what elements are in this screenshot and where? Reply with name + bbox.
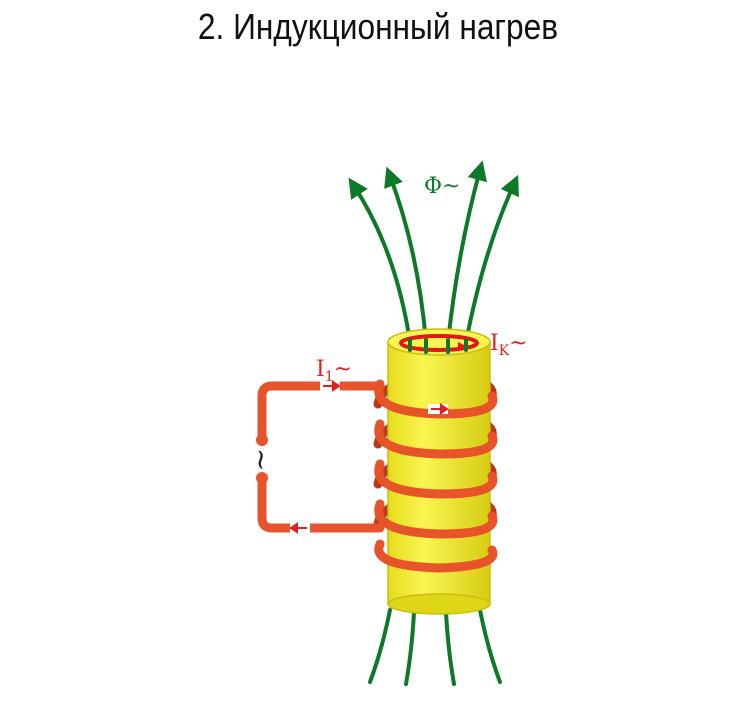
flux-label: Φ~ xyxy=(424,174,460,199)
flux-lines-bottom xyxy=(368,608,502,686)
primary-current-symbol: I xyxy=(316,357,325,382)
workpiece-cylinder xyxy=(387,328,491,615)
flux-lines-top-stubs xyxy=(408,338,468,354)
flux-lines-top xyxy=(348,160,519,344)
coil-supply-leads xyxy=(257,381,385,533)
eddy-current-symbol: I xyxy=(490,331,499,356)
page-title: 2. Индукционный нагрев xyxy=(197,6,559,47)
primary-current-suffix: ~ xyxy=(334,357,352,382)
eddy-current-label: IK~ xyxy=(490,331,528,359)
coil-front-turns xyxy=(374,379,498,573)
eddy-current-subscript: K xyxy=(499,343,510,359)
primary-current-subscript: 1 xyxy=(325,369,334,385)
primary-current-label: I1~ xyxy=(316,357,352,385)
current-direction-arrows xyxy=(289,380,449,534)
source-terminals xyxy=(256,434,268,484)
ac-source-symbol: ~ xyxy=(245,448,278,471)
eddy-current-suffix: ~ xyxy=(509,331,527,356)
eddy-current-ring xyxy=(399,334,479,352)
